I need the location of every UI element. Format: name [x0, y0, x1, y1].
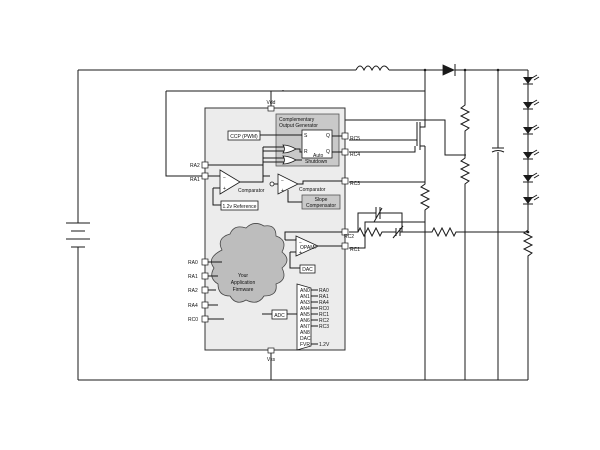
mux-ch-8: DAC: [300, 336, 311, 342]
mux-ch-2: AN3: [300, 300, 310, 306]
adc-label: ADC: [274, 313, 285, 319]
mux-ch-5: AN6: [300, 318, 310, 324]
left-pin-2: RA2: [188, 288, 198, 294]
opamp: − + OPAMP: [284, 231, 343, 269]
mux-ch-6: AN7: [300, 324, 310, 330]
svg-text:+: +: [281, 188, 284, 194]
comparator-2-label: Comparator: [299, 187, 326, 193]
cog-title-1: Complementary: [279, 117, 315, 123]
left-pin-1: RA1: [188, 274, 198, 280]
mux-sig-3: RC0: [319, 306, 329, 312]
svg-text:−: −: [223, 175, 226, 181]
analog-mux: [296, 283, 312, 351]
mux-sig-0: RA0: [319, 288, 329, 294]
mux-ch-0: AN0: [300, 288, 310, 294]
mosfet-icon: [349, 70, 426, 180]
left-analog-pins: RA0 RA1 RA2 RA4 RC0: [188, 258, 224, 323]
mux-sig-5: RC2: [319, 318, 329, 324]
comparator-1: − + Comparator: [208, 169, 270, 195]
comparator-1-label: Comparator: [238, 188, 265, 194]
divider-resistor-top-icon: [459, 70, 471, 155]
led-icon: [523, 149, 540, 160]
sense-resistor-icon: [522, 225, 534, 380]
shutdown-label: Shutdown: [305, 159, 327, 165]
svg-text:+: +: [223, 186, 226, 192]
mux-sig-9: 1.2V: [319, 342, 330, 348]
left-pin-3: RA4: [188, 303, 198, 309]
led-icon: [523, 194, 540, 205]
pin-ra2: RA2: [190, 163, 200, 169]
latch-qbar: Q: [326, 149, 330, 155]
pin-rc2: RC2: [344, 234, 354, 240]
pin-rc5: RC5: [350, 136, 360, 142]
feedback-network: [349, 207, 528, 239]
cog-title-2: Output Generator: [279, 123, 318, 129]
led-icon: [523, 172, 540, 183]
latch-r: R: [304, 149, 308, 155]
mux-ch-4: AN5: [300, 312, 310, 318]
left-pin-0: RA0: [188, 260, 198, 266]
latch-q: Q: [326, 133, 330, 139]
firmware-label-2: Application: [231, 280, 256, 286]
opamp-label: OPAMP: [300, 245, 318, 251]
mux-ch-1: AN1: [300, 294, 310, 300]
sr-latch: [301, 129, 333, 159]
led-icon: [523, 99, 540, 110]
pin-ra1: RA1: [190, 177, 200, 183]
led-string: [523, 70, 540, 225]
ccp-label: CCP (PWM): [230, 134, 258, 140]
dac-block: [299, 264, 316, 274]
mux-sig-1: RA1: [319, 294, 329, 300]
mux-sig-2: RA4: [319, 300, 329, 306]
latch-s: S: [304, 133, 308, 139]
svg-text:−: −: [299, 240, 302, 246]
mux-sig-4: RC1: [319, 312, 329, 318]
left-pin-4: RC0: [188, 317, 198, 323]
mux-signals: RA0 RA1 RA4 RC0 RC1 RC2 RC3 1.2V: [311, 288, 330, 348]
dac-label: DAC: [302, 267, 313, 273]
battery-icon: [66, 70, 90, 380]
pin-rc1: RC1: [350, 247, 360, 253]
slope-label-1: Slope: [315, 197, 328, 203]
mux-ch-7: AN8: [300, 330, 310, 336]
svg-text:+: +: [299, 250, 302, 256]
svg-text:−: −: [281, 178, 284, 184]
mosfet-sense-resistor-icon: [419, 180, 431, 380]
mux-ch-3: AN4: [300, 306, 310, 312]
led-icon: [523, 124, 540, 135]
diode-icon: [442, 64, 456, 76]
comparator-2: − + Comparator: [274, 173, 343, 195]
output-capacitor-icon: [491, 70, 505, 380]
mux-sig-6: RC3: [319, 324, 329, 330]
inductor-icon: [355, 65, 390, 72]
reference-label: 1.2v Reference: [223, 204, 257, 210]
mux-channels: AN0 AN1 AN3 AN4 AN5 AN6 AN7 AN8 DAC FVR: [300, 288, 311, 348]
firmware-label-1: Your: [238, 273, 248, 279]
firmware-label-3: Firmware: [233, 287, 254, 293]
pin-rc3: RC3: [350, 181, 360, 187]
pin-rc4: RC4: [350, 152, 360, 158]
mux-ch-9: FVR: [300, 342, 310, 348]
or-gate-icon: [262, 144, 302, 181]
divider-resistor-bottom-icon: [459, 155, 471, 380]
slope-label-2: Compensator: [306, 203, 336, 209]
firmware-cloud: [210, 223, 288, 303]
auto-label: Auto: [313, 153, 324, 159]
led-icon: [523, 74, 540, 85]
